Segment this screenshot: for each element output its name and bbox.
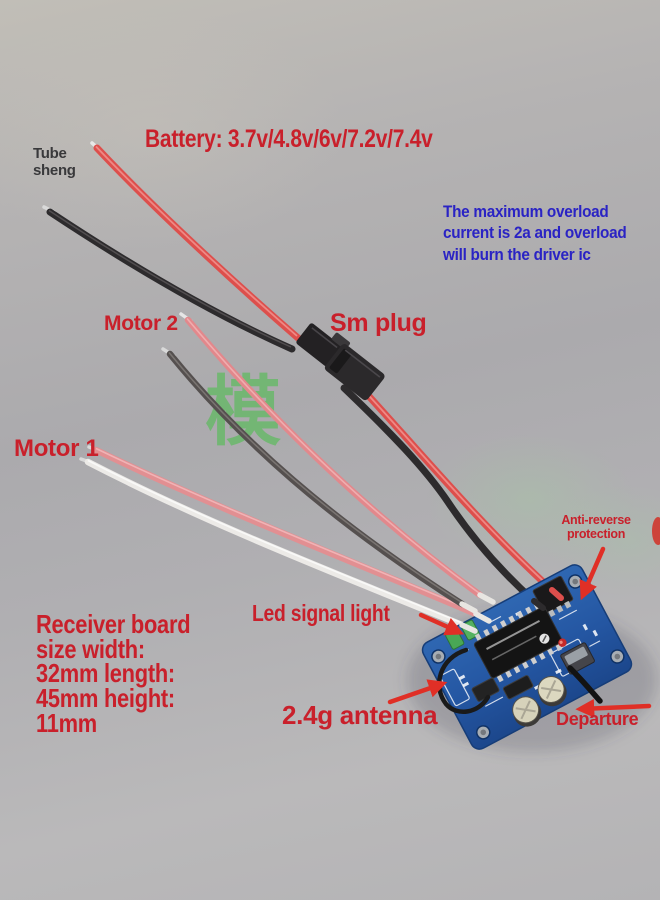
black-wire-end — [531, 598, 546, 611]
cropped-red-mark — [652, 517, 660, 545]
antenna-label: 2.4g antenna — [282, 700, 438, 730]
departure-arrow — [575, 698, 652, 718]
motor2-gray-wire — [161, 347, 466, 608]
battery-red-wire — [90, 141, 556, 594]
signal-led — [558, 638, 567, 647]
led-signal-arrow — [418, 612, 465, 636]
anti-reverse-label: Anti-reverse protection — [561, 513, 631, 542]
switch-lever — [567, 665, 603, 704]
sm-plug-connector — [296, 323, 385, 401]
battery-black-wire — [42, 205, 538, 605]
red-wire-end — [549, 587, 564, 601]
motor1-label: Motor 1 — [14, 435, 99, 462]
motor2-pink-wire — [179, 312, 484, 599]
antenna-wire — [436, 647, 491, 714]
motor1-white-wire — [79, 457, 466, 629]
brand-watermark-label: Tube sheng — [33, 145, 76, 179]
smd-ic-small-2 — [502, 675, 534, 700]
overload-warning-label: The maximum overload current is 2a and o… — [443, 202, 627, 264]
antenna-arrow — [387, 679, 448, 705]
driver-ic-chip — [473, 601, 564, 683]
motor2-label: Motor 2 — [104, 312, 178, 335]
mounting-holes — [431, 574, 625, 740]
departure-label: Departure — [556, 709, 639, 729]
led-signal-label: Led signal light — [252, 600, 390, 626]
battery-voltage-label: Battery: 3.7v/4.8v/6v/7.2v/7.4v — [145, 125, 433, 153]
anti-reverse-arrow — [579, 546, 606, 601]
sm-plug-label: Sm plug — [330, 309, 427, 337]
receiver-board-photo — [421, 564, 633, 750]
motor1-pink-wire — [87, 445, 480, 618]
capacitors — [512, 676, 567, 727]
wire-solder-stubs — [459, 592, 496, 634]
receiver-size-label: Receiver board size width: 32mm length: … — [36, 609, 191, 738]
